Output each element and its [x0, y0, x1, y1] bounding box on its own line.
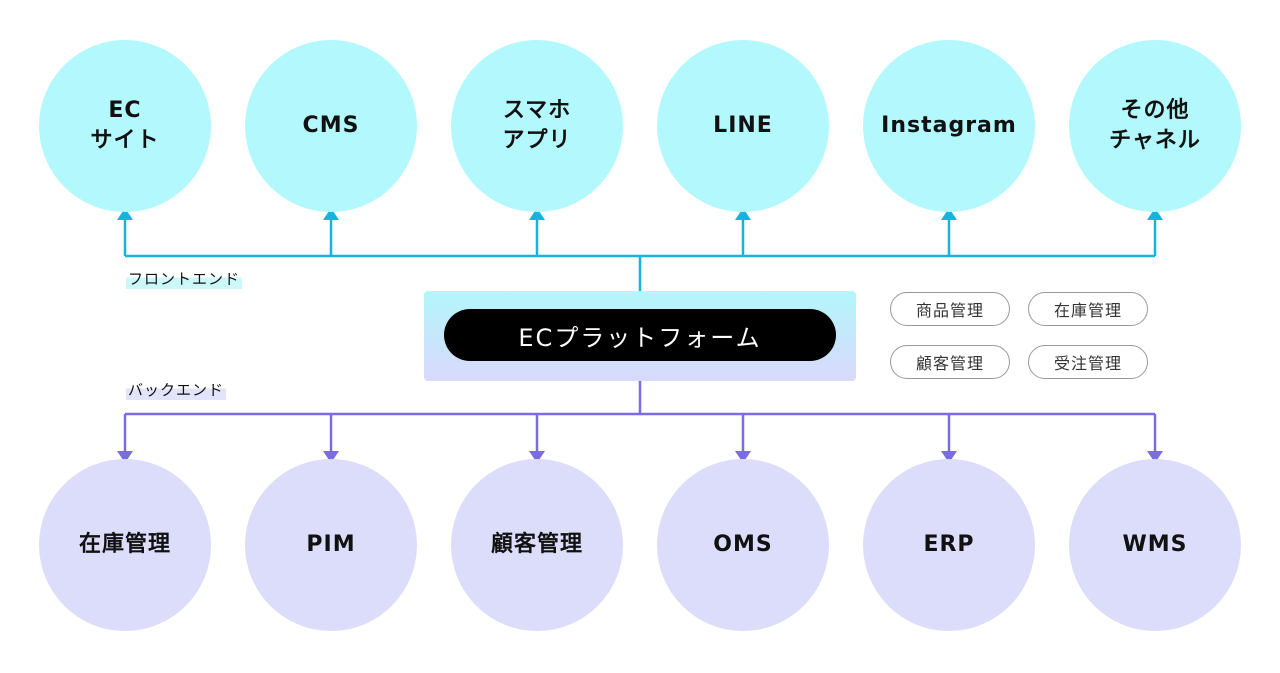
- node-label: EC サイト: [90, 98, 160, 153]
- backend-arrow-1: [117, 451, 133, 463]
- feature-tag-product-management: 商品管理: [890, 292, 1010, 326]
- backend-arrow-5: [941, 451, 957, 463]
- frontend-node-other-channels: その他 チャネル: [1069, 40, 1241, 212]
- frontend-section-label: フロントエンド: [126, 268, 243, 289]
- node-label: CMS: [302, 113, 360, 138]
- feature-tag-inventory-management: 在庫管理: [1028, 292, 1148, 326]
- frontend-arrow-6: [1147, 208, 1163, 220]
- frontend-arrow-1: [117, 208, 133, 220]
- backend-arrow-3: [529, 451, 545, 463]
- backend-node-pim: PIM: [245, 459, 417, 631]
- backend-node-erp: ERP: [863, 459, 1035, 631]
- node-label: LINE: [713, 113, 773, 138]
- node-label: WMS: [1122, 532, 1188, 557]
- backend-arrow-4: [735, 451, 751, 463]
- backend-section-label: バックエンド: [126, 379, 227, 400]
- frontend-node-ec-site: EC サイト: [39, 40, 211, 212]
- frontend-arrow-2: [323, 208, 339, 220]
- backend-arrow-6: [1147, 451, 1163, 463]
- feature-tag-customer-management: 顧客管理: [890, 345, 1010, 379]
- backend-node-customer: 顧客管理: [451, 459, 623, 631]
- node-label: Instagram: [881, 113, 1017, 138]
- frontend-arrowheads: [117, 208, 1163, 220]
- frontend-arrow-4: [735, 208, 751, 220]
- node-label: その他 チャネル: [1109, 98, 1201, 153]
- frontend-arrow-5: [941, 208, 957, 220]
- feature-tag-order-management: 受注管理: [1028, 345, 1148, 379]
- ec-platform-title: ECプラットフォーム: [444, 309, 836, 361]
- backend-connectors: [123, 381, 1157, 452]
- node-label: PIM: [306, 532, 356, 557]
- node-label: スマホ アプリ: [502, 98, 572, 153]
- frontend-node-instagram: Instagram: [863, 40, 1035, 212]
- backend-arrow-2: [323, 451, 339, 463]
- node-label: ERP: [923, 532, 975, 557]
- backend-node-inventory: 在庫管理: [39, 459, 211, 631]
- frontend-connectors: [123, 218, 1157, 291]
- frontend-node-cms: CMS: [245, 40, 417, 212]
- backend-node-oms: OMS: [657, 459, 829, 631]
- backend-node-wms: WMS: [1069, 459, 1241, 631]
- backend-arrowheads: [117, 451, 1163, 463]
- ec-platform-box: ECプラットフォーム: [424, 291, 856, 381]
- node-label: OMS: [713, 532, 773, 557]
- frontend-node-line: LINE: [657, 40, 829, 212]
- frontend-arrow-3: [529, 208, 545, 220]
- frontend-node-smartphone-app: スマホ アプリ: [451, 40, 623, 212]
- node-label: 在庫管理: [78, 532, 171, 557]
- node-label: 顧客管理: [490, 532, 583, 557]
